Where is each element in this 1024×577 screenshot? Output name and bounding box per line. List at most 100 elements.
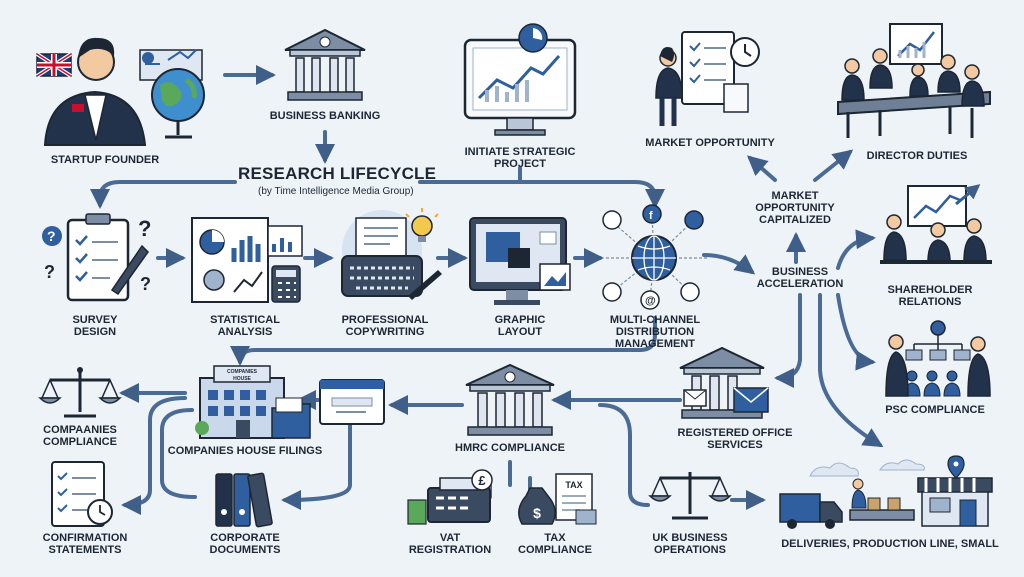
- capitalized-line-1: MARKET: [771, 190, 819, 202]
- label-uk-business-operations: UK BUSINESS OPERATIONS: [640, 532, 740, 556]
- registered-office-icon: [679, 346, 769, 419]
- arrow-house-loop-b: [160, 408, 197, 499]
- calculator-icon: [271, 265, 301, 303]
- facebook-icon: [642, 204, 662, 224]
- stats-line-1: STATISTICAL: [210, 314, 280, 326]
- design-monitor-icon: [469, 217, 571, 305]
- pound-coin-icon: [471, 469, 493, 491]
- coin-stack-icon: [575, 509, 597, 525]
- corporate-line-2: DOCUMENTS: [209, 544, 281, 556]
- confirmation-line-2: STATEMENTS: [48, 544, 122, 556]
- location-pin-icon: [947, 455, 965, 479]
- label-graphic-layout: GRAPHIC LAYOUT: [470, 314, 570, 338]
- capitalized-line-2: OPPORTUNITY: [755, 202, 835, 214]
- corporate-line-1: CORPORATE: [210, 532, 280, 544]
- dollar-symbol: $: [533, 505, 541, 521]
- label-vat-registration: VAT REGISTRATION: [400, 532, 500, 556]
- founder-person-icon: [43, 37, 147, 146]
- shareholder-line-1: SHAREHOLDER: [887, 284, 973, 296]
- scales-of-justice-icon: [38, 367, 122, 418]
- multi-line-3: MANAGEMENT: [614, 338, 696, 350]
- arrow-lifecycle-loop-right: [518, 180, 665, 209]
- label-survey-design: SURVEY DESIGN: [50, 314, 140, 338]
- initiate-line-2: PROJECT: [494, 158, 546, 170]
- arrow-multi-to-companies-house: [230, 316, 657, 366]
- at-sign-icon: [640, 290, 660, 310]
- diagram-subtitle: (by Time Intelligence Media Group): [258, 186, 414, 197]
- arrow-hmrc-to-ukops: [598, 403, 650, 507]
- label-initiate-project: INITIATE STRATEGIC PROJECT: [455, 146, 585, 170]
- shareholders-people-icon: [883, 214, 987, 263]
- tax-line-2: COMPLIANCE: [518, 544, 592, 556]
- svg-text:?: ?: [47, 228, 56, 244]
- printer-icon: [602, 282, 622, 302]
- question-mark-icon: ? ? ? ?: [42, 216, 151, 294]
- bank-icon: [284, 28, 366, 101]
- label-professional-copywriting: PROFESSIONAL COPYWRITING: [325, 314, 445, 338]
- svg-text:?: ?: [44, 262, 55, 282]
- label-companies-house-filings: COMPANIES HOUSE FILINGS: [167, 445, 323, 457]
- arrow-house-loop-a: [121, 396, 187, 515]
- label-shareholder-relations: SHAREHOLDER RELATIONS: [870, 284, 990, 308]
- growth-chart-board-icon: [907, 185, 967, 227]
- survey-clipboard-icon: ? ? ? ?: [42, 213, 151, 302]
- accel-line-2: ACCELERATION: [756, 278, 844, 290]
- meeting-table-icon: [837, 90, 991, 116]
- label-startup-founder: STARTUP FOUNDER: [50, 154, 160, 166]
- multi-line-1: MULTI-CHANNEL: [609, 314, 701, 326]
- arrow-browser-down-to-docs: [281, 423, 352, 510]
- svg-text:?: ?: [140, 274, 151, 294]
- sign-line-2: HOUSE: [233, 376, 251, 382]
- conveyor-belt-icon: [849, 478, 915, 521]
- arrow-acceleration-to-shareholder: [836, 229, 876, 270]
- businesswoman-icon: [655, 47, 683, 126]
- compliance-line-2: COMPLIANCE: [43, 436, 117, 448]
- label-business-acceleration: BUSINESS ACCELERATION: [745, 266, 855, 290]
- market-opportunity-illustration: [655, 31, 760, 126]
- clock-icon: [730, 37, 760, 67]
- label-business-banking: BUSINESS BANKING: [269, 110, 381, 122]
- capitalized-line-3: CAPITALIZED: [759, 214, 831, 226]
- copy-line-2: COPYWRITING: [345, 326, 425, 338]
- ukops-line-1: UK BUSINESS: [652, 532, 728, 544]
- connectors: [90, 65, 884, 515]
- label-director-duties: DIRECTOR DUTIES: [866, 150, 968, 162]
- copy-line-1: PROFESSIONAL: [341, 314, 429, 326]
- delivery-truck-icon: [779, 493, 843, 529]
- arrow-capitalized-to-directors: [813, 149, 854, 182]
- distribution-network-icon: f @: [602, 204, 708, 310]
- binders-icon: [215, 472, 273, 528]
- label-hmrc-compliance: HMRC COMPLIANCE: [455, 442, 565, 454]
- vat-line-2: REGISTRATION: [408, 544, 492, 556]
- globe-icon: [139, 49, 205, 139]
- survey-line-2: DESIGN: [73, 326, 117, 338]
- arrow-multi-to-acceleration: [702, 253, 756, 275]
- mail-icon: [680, 282, 700, 302]
- sign-line-1: COMPANIES: [227, 369, 258, 375]
- multi-line-2: DISTRIBUTION: [615, 326, 695, 338]
- tax-doc-label: TAX: [565, 480, 582, 490]
- tax-money-bag-icon: TAX $: [518, 473, 597, 525]
- arrow-hmrc-split: [488, 460, 532, 499]
- vat-line-1: VAT: [439, 532, 461, 544]
- startup-founder-illustration: [35, 37, 205, 146]
- label-statistical-analysis: STATISTICAL ANALYSIS: [190, 314, 300, 338]
- accel-line-1: BUSINESS: [771, 266, 829, 278]
- label-market-capitalized: MARKET OPPORTUNITY CAPITALIZED: [740, 190, 850, 226]
- banknotes-icon: [407, 499, 427, 525]
- arrow-acceleration-to-registered: [774, 293, 802, 388]
- scales-icon-2: [648, 472, 732, 520]
- shareholder-meeting-illustration: [880, 184, 992, 264]
- diagram-title: RESEARCH LIFECYCLE: [238, 164, 437, 183]
- graphic-line-1: GRAPHIC: [494, 314, 546, 326]
- arrow-capitalized-to-market: [746, 155, 777, 182]
- directors-people-icon: [841, 48, 985, 107]
- compliance-line-1: COMPAANIES: [43, 424, 117, 436]
- shop-storefront-icon: [917, 477, 993, 527]
- label-deliveries: DELIVERIES, PRODUCTION LINE, SMALL: [781, 538, 999, 550]
- svg-text:f: f: [649, 210, 653, 222]
- arrow-lifecycle-loop-left: [90, 180, 237, 209]
- label-registered-office: REGISTERED OFFICE SERVICES: [665, 427, 805, 451]
- hmrc-building-icon: [465, 363, 555, 436]
